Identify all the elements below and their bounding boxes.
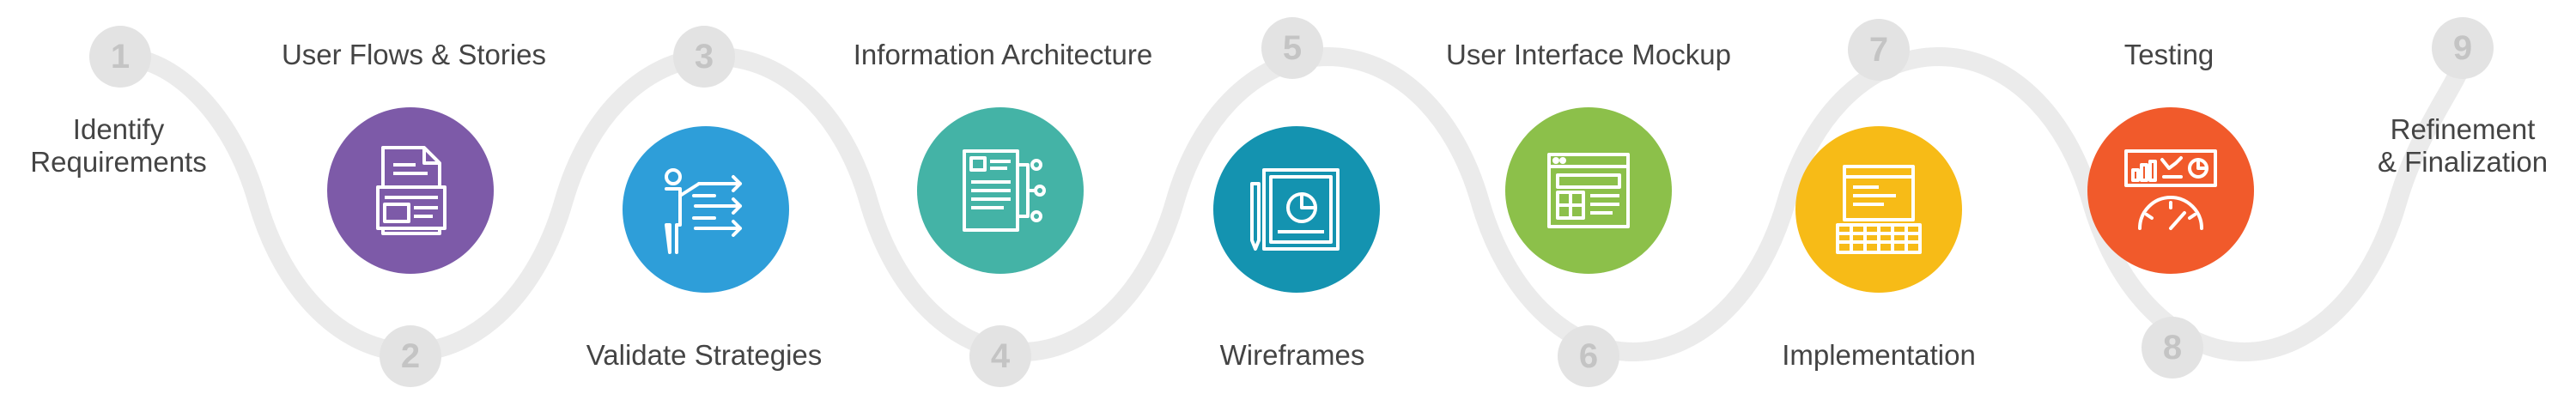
step-5-label-line-1: Wireframes: [1219, 339, 1365, 371]
step-5-label: Wireframes: [1220, 339, 1365, 372]
step-1-number: 1: [89, 26, 151, 88]
step-9-label-line-1: Refinement: [2390, 113, 2536, 145]
step-1-label-line-2: Requirements: [30, 146, 207, 178]
step-4-number: 4: [969, 325, 1031, 387]
document-form-icon: [327, 107, 494, 274]
step-9-number: 9: [2432, 17, 2494, 79]
step-8-number: 8: [2142, 317, 2203, 379]
step-2-label-line-1: User Flows & Stories: [281, 39, 547, 70]
code-keyboard-icon: [1795, 126, 1962, 293]
step-9-label: Refinement & Finalization: [2378, 113, 2548, 179]
step-3-number: 3: [673, 26, 735, 88]
dashboard-gauge-icon: [2087, 107, 2254, 274]
document-hierarchy-icon: [917, 107, 1084, 274]
step-4-label: Information Architecture: [854, 39, 1153, 71]
step-7-label-line-1: Implementation: [1782, 339, 1976, 371]
step-1-label: Identify Requirements: [30, 113, 206, 179]
step-9-label-line-2: & Finalization: [2377, 146, 2549, 178]
wireframe-chart-icon: [1213, 126, 1380, 293]
step-8-label-line-1: Testing: [2123, 39, 2215, 70]
step-6-label-line-1: User Interface Mockup: [1446, 39, 1731, 70]
step-4-label-line-1: Information Architecture: [853, 39, 1153, 70]
step-8-label: Testing: [2124, 39, 2215, 71]
browser-layout-icon: [1505, 107, 1672, 274]
step-2-label: User Flows & Stories: [282, 39, 546, 71]
presenter-arrows-icon: [623, 126, 789, 293]
step-6-label: User Interface Mockup: [1446, 39, 1731, 71]
step-7-number: 7: [1848, 19, 1910, 81]
step-1-label-line-1: Identify: [72, 113, 165, 145]
step-2-number: 2: [380, 325, 441, 387]
step-3-label-line-1: Validate Strategies: [586, 339, 823, 371]
step-3-label: Validate Strategies: [586, 339, 823, 372]
step-5-number: 5: [1261, 17, 1323, 79]
step-6-number: 6: [1558, 325, 1619, 387]
step-7-label: Implementation: [1782, 339, 1976, 372]
